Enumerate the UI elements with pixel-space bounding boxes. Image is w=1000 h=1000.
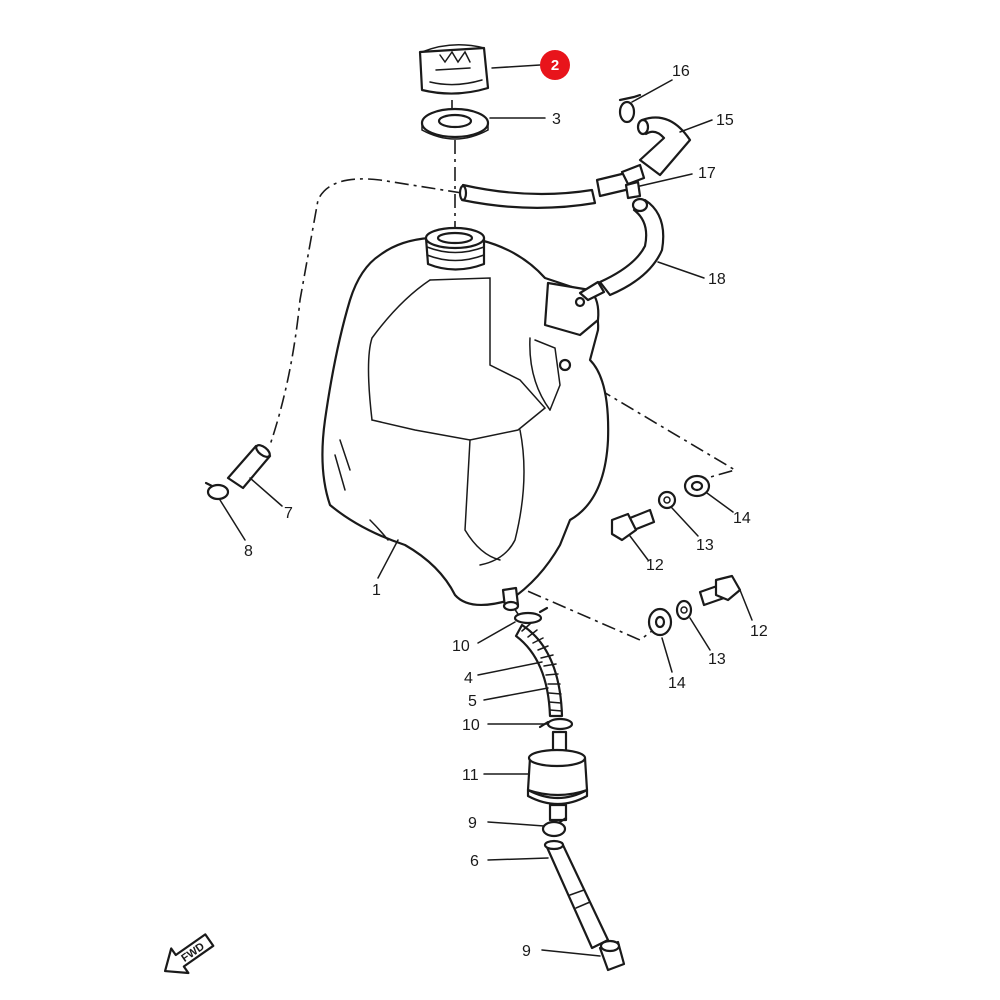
washer-14-lower (647, 607, 673, 637)
label-7: 7 (284, 505, 293, 522)
washer-14-upper (683, 474, 711, 498)
label-12-lower: 12 (750, 623, 768, 640)
label-18: 18 (708, 271, 726, 288)
label-11: 11 (462, 767, 479, 784)
label-10-lower: 10 (462, 717, 480, 734)
lock-washer-13-lower (675, 599, 693, 621)
label-12-upper: 12 (646, 557, 664, 574)
callout-2-highlighted[interactable]: 2 (540, 50, 570, 80)
tank-outlet (501, 586, 520, 612)
breather-hose-15 (636, 116, 692, 177)
fuel-hose-6 (543, 839, 610, 950)
breather-hose (458, 183, 597, 209)
svg-text:2: 2 (551, 57, 559, 74)
filler-neck (424, 226, 486, 271)
hose-clip-16 (618, 93, 642, 124)
leader-lines (219, 64, 753, 957)
hose-clip-9-upper (541, 816, 568, 838)
label-13-lower: 13 (708, 651, 726, 668)
bolt-12-upper (610, 508, 656, 542)
forward-arrow-icon: FWD (163, 933, 215, 975)
fuel-cap (418, 44, 490, 95)
breather-hose-7 (226, 444, 272, 490)
t-joint (595, 163, 646, 200)
label-6: 6 (470, 853, 479, 870)
hose-clip-8 (204, 481, 230, 501)
label-14-upper: 14 (733, 510, 751, 527)
fuel-filter (526, 730, 589, 822)
label-10-upper: 10 (452, 638, 470, 655)
label-5: 5 (468, 693, 477, 710)
lock-washer-13-upper (657, 490, 677, 510)
tank-vent-fitting (543, 280, 606, 337)
label-8: 8 (244, 543, 253, 560)
label-9-upper: 9 (468, 815, 477, 832)
bolt-12-lower (698, 574, 742, 607)
label-14-lower: 14 (668, 675, 686, 692)
label-9-lower: 9 (522, 943, 531, 960)
hose-clip-9-lower (598, 939, 626, 972)
cap-gasket (420, 107, 490, 140)
label-15: 15 (716, 112, 734, 129)
callout-labels: 2 3 16 15 17 18 7 8 1 10 4 5 10 11 9 6 9… (244, 50, 768, 960)
fuel-hose-corrugated (514, 623, 564, 718)
label-13-upper: 13 (696, 537, 714, 554)
hose-clip-10-upper (513, 606, 549, 625)
label-3: 3 (552, 111, 561, 128)
label-1: 1 (372, 582, 381, 599)
label-4: 4 (464, 670, 473, 687)
label-17: 17 (698, 165, 716, 182)
breather-hose-18 (598, 197, 665, 297)
label-16: 16 (672, 63, 690, 80)
